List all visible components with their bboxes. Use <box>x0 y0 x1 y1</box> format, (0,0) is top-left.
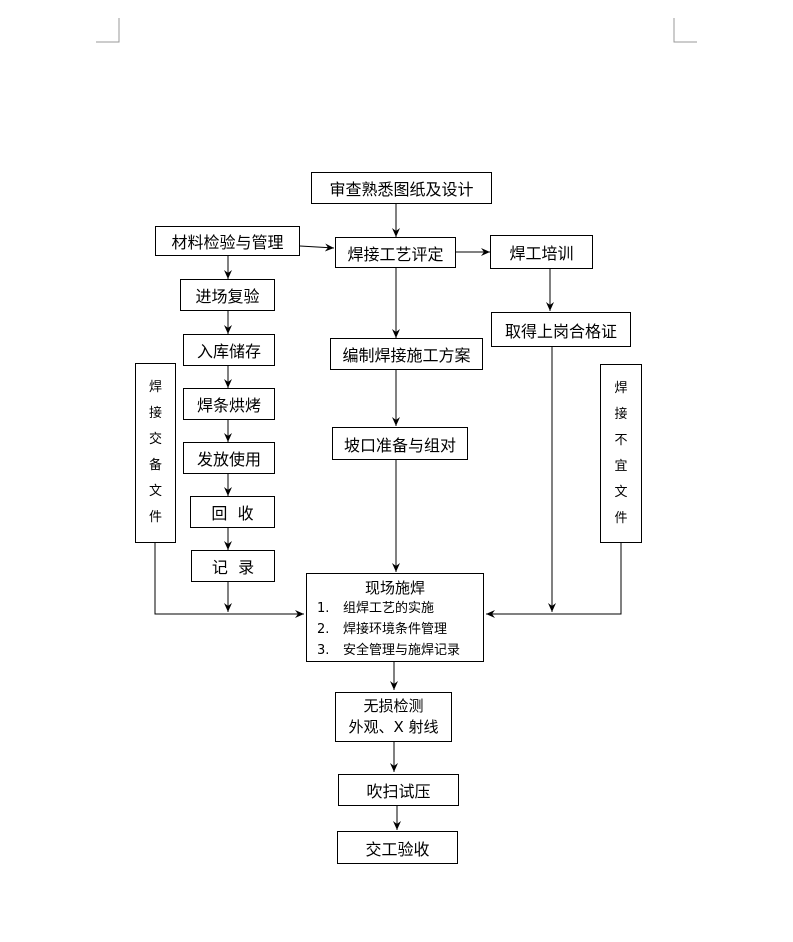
welding-procedure-box: 焊接工艺评定 <box>335 237 456 268</box>
site-recheck-box: 进场复验 <box>180 279 275 311</box>
site-item-number: 2. <box>317 622 330 637</box>
handover-acceptance-box: 交工验收 <box>337 831 458 864</box>
left-doc-char: 文 <box>148 484 162 499</box>
material-inspection-box: 材料检验与管理 <box>155 226 300 256</box>
record-box: 记 录 <box>191 550 275 582</box>
construction-plan-box: 编制焊接施工方案 <box>330 338 483 370</box>
right-doc-char: 接 <box>614 406 628 422</box>
site-item-text: 安全管理与施焊记录 <box>343 643 461 658</box>
left-doc-char: 备 <box>148 458 162 473</box>
site-welding-box: 现场施焊 1. 组焊工艺的实施 2. 焊接环境条件管理 3. 安全管理与施焊记录 <box>306 573 484 662</box>
right-doc-char: 件 <box>614 510 628 526</box>
left-doc-char: 件 <box>148 510 162 525</box>
site-item: 3. 安全管理与施焊记录 <box>317 641 460 661</box>
site-item-number: 1. <box>317 601 330 616</box>
ndt-line2: 外观、X 射线 <box>348 718 439 736</box>
site-item: 1. 组焊工艺的实施 <box>317 599 434 619</box>
right-doc-char: 不 <box>614 432 628 448</box>
ndt-box: 无损检测 外观、X 射线 <box>335 692 452 742</box>
left-doc-char: 焊 <box>148 380 162 395</box>
review-drawings-box: 审查熟悉图纸及设计 <box>311 172 492 204</box>
site-item-text: 组焊工艺的实施 <box>343 601 435 616</box>
certificate-box: 取得上岗合格证 <box>491 312 631 347</box>
right-doc-char: 文 <box>614 484 628 500</box>
left-document-box: 焊 接 交 备 文 件 <box>135 363 176 543</box>
recycle-box: 回 收 <box>190 496 275 528</box>
right-doc-char: 宜 <box>614 458 628 474</box>
site-item-number: 3. <box>317 643 330 658</box>
site-item: 2. 焊接环境条件管理 <box>317 620 447 640</box>
electrode-baking-box: 焊条烘烤 <box>183 388 275 420</box>
storage-box: 入库储存 <box>183 334 275 366</box>
site-welding-title: 现场施焊 <box>364 579 425 597</box>
groove-prep-box: 坡口准备与组对 <box>332 427 468 460</box>
left-doc-char: 接 <box>148 406 162 421</box>
site-item-text: 焊接环境条件管理 <box>343 622 448 637</box>
left-doc-char: 交 <box>148 432 162 447</box>
issue-use-box: 发放使用 <box>183 442 275 474</box>
right-document-box: 焊 接 不 宜 文 件 <box>600 364 642 543</box>
ndt-line1: 无损检测 <box>363 697 424 715</box>
welder-training-box: 焊工培训 <box>490 235 593 269</box>
purge-pressure-test-box: 吹扫试压 <box>338 774 459 806</box>
right-doc-char: 焊 <box>614 380 628 396</box>
